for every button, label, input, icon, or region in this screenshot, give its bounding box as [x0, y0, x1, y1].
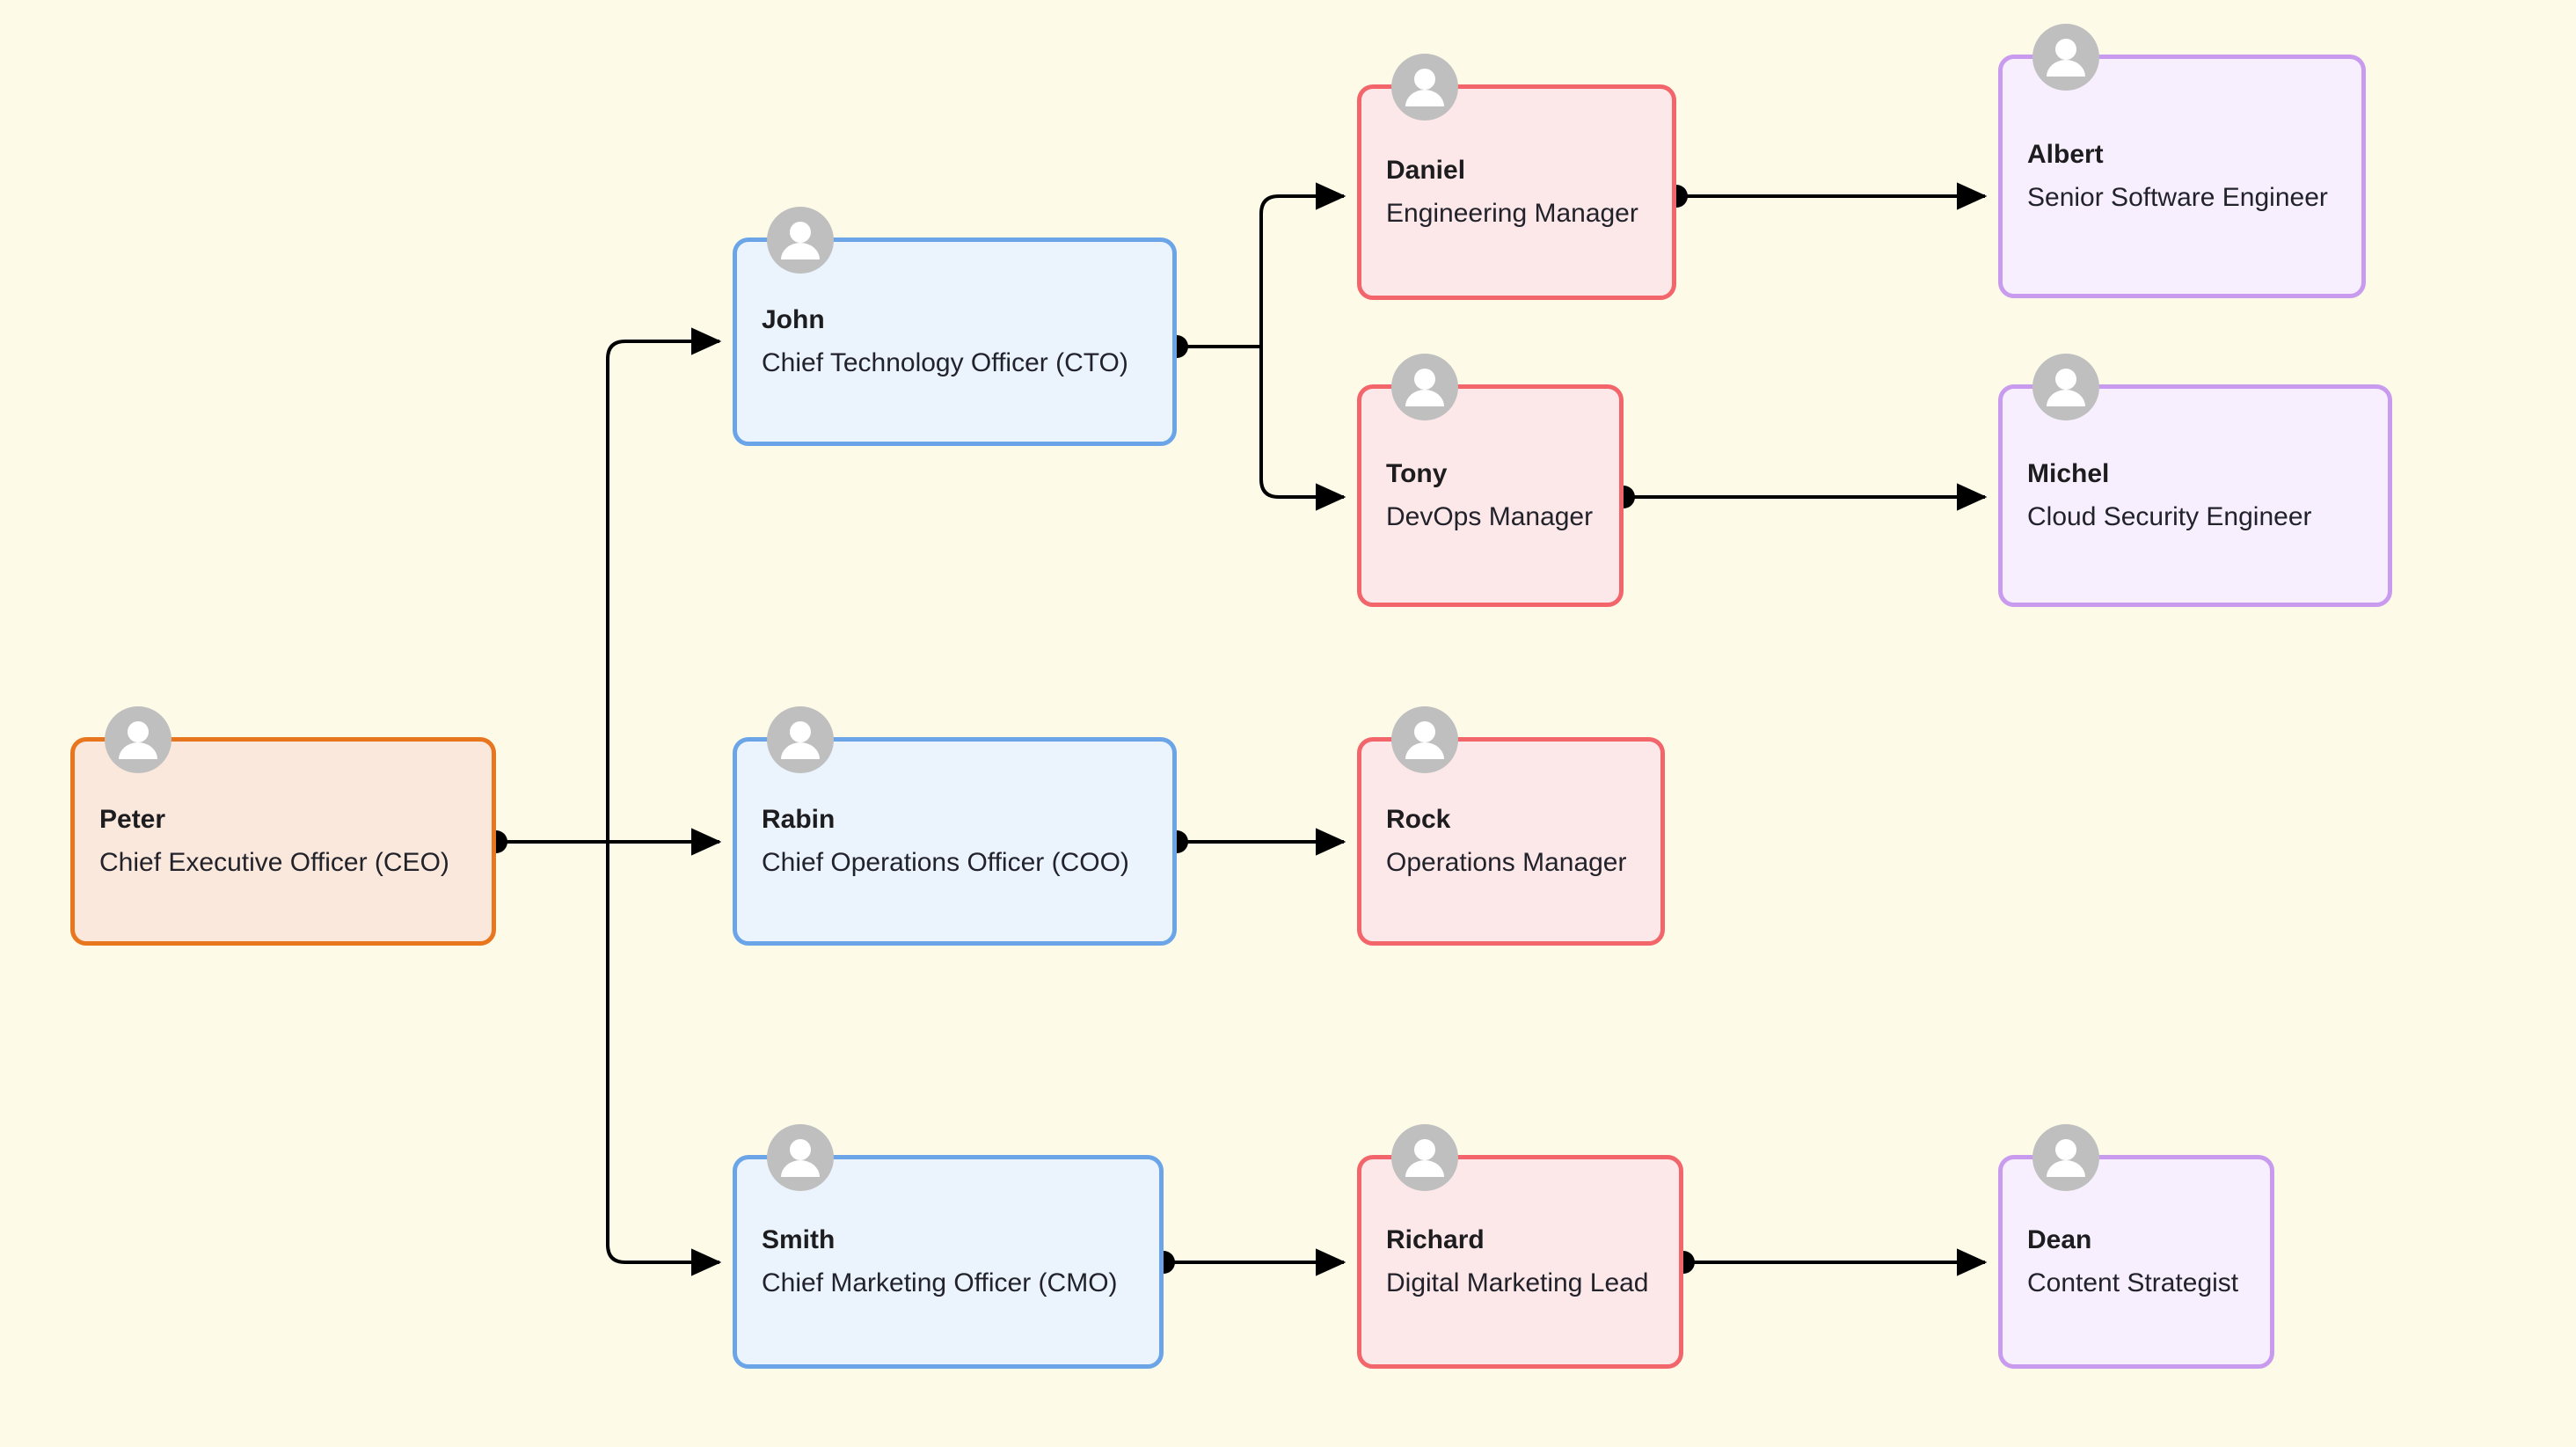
edge-peter-smith [606, 842, 722, 1276]
person-avatar-icon [767, 207, 834, 274]
person-avatar-icon [1391, 354, 1458, 420]
org-node-peter[interactable]: Peter Chief Executive Officer (CEO) [70, 706, 496, 946]
org-node-name: Smith [762, 1225, 836, 1254]
org-node-name: Tony [1386, 459, 1448, 488]
org-node-name: John [762, 305, 825, 334]
org-node-title: Content Strategist [2027, 1268, 2239, 1297]
person-avatar-icon [1391, 54, 1458, 121]
org-node-title: Chief Operations Officer (COO) [762, 847, 1129, 877]
org-node-tony[interactable]: Tony DevOps Manager [1357, 354, 1624, 607]
org-node-name: Rabin [762, 805, 836, 834]
person-avatar-icon [105, 706, 171, 773]
org-node-name: Rock [1386, 805, 1451, 834]
person-avatar-icon [767, 1124, 834, 1191]
org-node-name: Richard [1386, 1225, 1485, 1254]
org-node-title: Engineering Manager [1386, 198, 1638, 228]
person-avatar-icon [1391, 1124, 1458, 1191]
org-node-name: Peter [99, 805, 166, 834]
org-node-smith[interactable]: Smith Chief Marketing Officer (CMO) [733, 1124, 1164, 1369]
org-node-dean[interactable]: Dean Content Strategist [1998, 1124, 2274, 1369]
org-node-name: Dean [2027, 1225, 2092, 1254]
person-avatar-icon [2032, 24, 2099, 91]
org-node-rabin[interactable]: Rabin Chief Operations Officer (COO) [733, 706, 1177, 946]
org-node-richard[interactable]: Richard Digital Marketing Lead [1357, 1124, 1683, 1369]
person-avatar-icon [1391, 706, 1458, 773]
person-avatar-icon [2032, 354, 2099, 420]
org-node-title: Chief Executive Officer (CEO) [99, 847, 449, 877]
org-node-michel[interactable]: Michel Cloud Security Engineer [1998, 354, 2392, 607]
org-node-rock[interactable]: Rock Operations Manager [1357, 706, 1665, 946]
org-node-title: DevOps Manager [1386, 501, 1594, 531]
org-node-title: Senior Software Engineer [2027, 182, 2328, 212]
org-node-john[interactable]: John Chief Technology Officer (CTO) [733, 207, 1177, 446]
org-node-title: Operations Manager [1386, 847, 1627, 877]
org-node-albert[interactable]: Albert Senior Software Engineer [1998, 24, 2366, 298]
person-avatar-icon [767, 706, 834, 773]
org-node-daniel[interactable]: Daniel Engineering Manager [1357, 54, 1676, 300]
edge-john-daniel [1259, 182, 1346, 347]
org-node-name: Daniel [1386, 156, 1466, 185]
edge-peter-john [606, 327, 722, 842]
org-node-title: Digital Marketing Lead [1386, 1268, 1649, 1297]
org-node-name: Albert [2027, 140, 2104, 169]
org-node-title: Chief Marketing Officer (CMO) [762, 1268, 1118, 1297]
edge-john-tony [1259, 347, 1346, 511]
org-node-title: Cloud Security Engineer [2027, 501, 2312, 531]
person-avatar-icon [2032, 1124, 2099, 1191]
org-node-title: Chief Technology Officer (CTO) [762, 347, 1128, 377]
org-node-name: Michel [2027, 459, 2110, 488]
